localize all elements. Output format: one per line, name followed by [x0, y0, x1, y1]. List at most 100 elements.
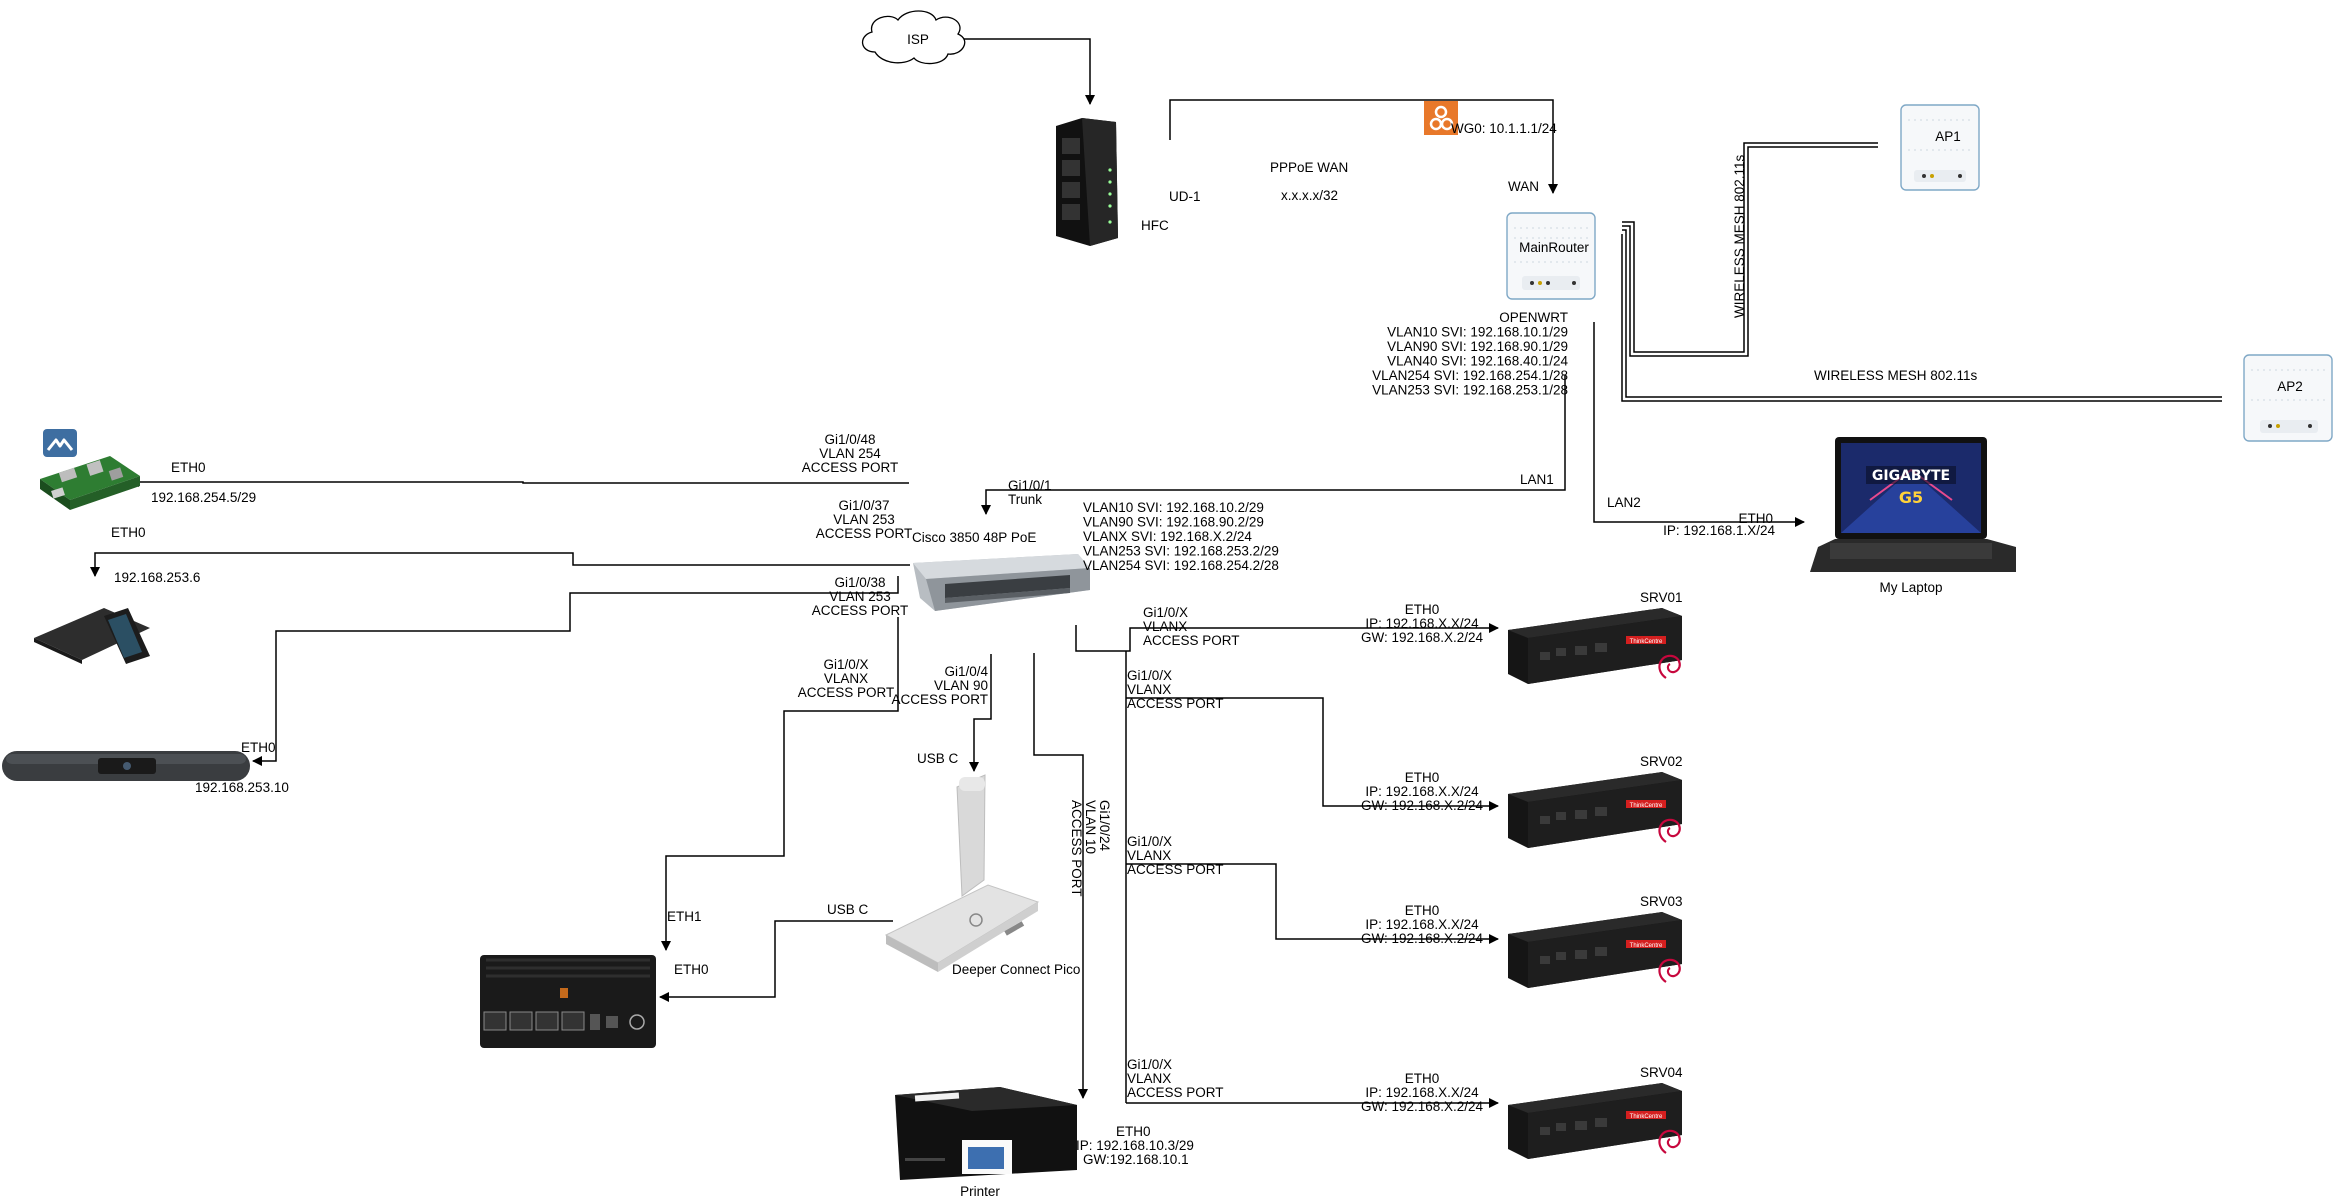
switchUp-line: Trunk	[1008, 492, 1042, 507]
server-port-line: Gi1/0/X	[1127, 834, 1172, 849]
pi-link	[129, 477, 909, 487]
switchSvi-line: VLAN253 SVI: 192.168.253.2/29	[1083, 544, 1279, 559]
minipcPort-line: ACCESS PORT	[798, 685, 895, 700]
barPort-line: ACCESS PORT	[812, 603, 909, 618]
confPort-line: Gi1/0/37	[838, 498, 889, 513]
laptop-name: My Laptop	[1879, 580, 1942, 595]
switchSvi-line: VLAN90 SVI: 192.168.90.2/29	[1083, 515, 1264, 530]
ap2-icon	[2243, 354, 2333, 442]
server-ip: IP: 192.168.X.X/24	[1365, 917, 1479, 932]
bar-link	[252, 576, 899, 766]
piPort-line: ACCESS PORT	[802, 460, 899, 475]
server-port-line: VLANX	[1127, 1071, 1171, 1086]
server-icon: ThinkCentre	[1508, 912, 1682, 988]
routerSvi-line: VLAN10 SVI: 192.168.10.1/29	[1387, 325, 1568, 340]
lan1-label: LAN1	[1520, 472, 1554, 487]
minipc-eth1: ETH1	[667, 909, 702, 924]
server-port-line: Gi1/0/X	[1143, 605, 1188, 620]
srv01-link	[1075, 623, 1499, 652]
conference-phone-icon	[34, 608, 150, 664]
debian-icon	[1658, 654, 1681, 679]
server-icon: ThinkCentre	[1508, 1083, 1682, 1159]
piPort-line: VLAN 254	[819, 446, 881, 461]
pppoe-label: PPPoE WAN	[1270, 160, 1348, 175]
deeper-minipc-link	[659, 920, 893, 1002]
server-brand-label: ThinkCentre	[1630, 1114, 1663, 1120]
server-icon: ThinkCentre	[1508, 608, 1682, 684]
server-eth: ETH0	[1405, 903, 1440, 918]
server-port-line: ACCESS PORT	[1127, 696, 1224, 711]
wan-link	[1169, 99, 1558, 194]
confPort-line: ACCESS PORT	[816, 526, 913, 541]
laptop-eth: ETH0	[1738, 511, 1773, 526]
switch-icon	[913, 554, 1090, 611]
ap1-name: AP1	[1935, 129, 1961, 144]
deeper-link	[969, 654, 992, 772]
server-port-line: Gi1/0/X	[1127, 1057, 1172, 1072]
laptop-brand: GIGABYTE	[1872, 468, 1950, 484]
conf-eth: ETH0	[111, 525, 146, 540]
server-port-line: ACCESS PORT	[1127, 862, 1224, 877]
mesh1-label: WIRELESS MESH 802.11s	[1732, 154, 1747, 318]
server-ip: IP: 192.168.X.X/24	[1365, 1085, 1479, 1100]
minipcPort-line: Gi1/0/X	[823, 657, 868, 672]
conf-link	[90, 552, 910, 577]
mesh2-label: WIRELESS MESH 802.11s	[1814, 368, 1978, 383]
routerSvi-line: VLAN253 SVI: 192.168.253.1/28	[1372, 383, 1568, 398]
lan1-link	[981, 375, 1566, 515]
deeperPort-line: Gi1/0/4	[944, 664, 988, 679]
laptop-model: G5	[1899, 488, 1923, 507]
lan2-link	[1593, 322, 1805, 527]
video-bar-icon	[2, 751, 250, 781]
isp-cloud: ISP	[861, 10, 966, 65]
lan2-label: LAN2	[1607, 495, 1641, 510]
srv03-link	[1126, 863, 1499, 944]
server-ip: IP: 192.168.X.X/24	[1365, 616, 1479, 631]
wireguard-icon	[1424, 101, 1458, 135]
server-gw: GW: 192.168.X.2/24	[1361, 798, 1484, 813]
server-icon: ThinkCentre	[1508, 772, 1682, 848]
wireguard-label: WG0: 10.1.1.1/24	[1451, 121, 1557, 136]
wan-ip-label: x.x.x.x/32	[1281, 188, 1338, 203]
server-port-line: VLANX	[1127, 682, 1171, 697]
server-port-line: Gi1/0/X	[1127, 668, 1172, 683]
bar-ip: 192.168.253.10	[195, 780, 289, 795]
printer-icon	[895, 1087, 1077, 1180]
printer-ip: IP: 192.168.10.3/29	[1076, 1138, 1194, 1153]
minipc-link	[661, 617, 899, 951]
server-brand-label: ThinkCentre	[1630, 803, 1663, 809]
server-name: SRV03	[1640, 894, 1683, 909]
wan-label: WAN	[1508, 179, 1539, 194]
deeperPort-line: ACCESS PORT	[891, 692, 988, 707]
printer-gw: GW:192.168.10.1	[1083, 1152, 1189, 1167]
deeper-connect-icon	[884, 774, 1040, 972]
main-router-icon	[1506, 212, 1596, 300]
deeperPort-line: VLAN 90	[934, 678, 988, 693]
modem-ud-label: UD-1	[1169, 189, 1201, 204]
mesh-link-ap1	[1622, 142, 1878, 353]
debian-icon	[1658, 1129, 1681, 1154]
ap1-icon	[1900, 104, 1980, 191]
deeper-name: Deeper Connect Pico	[952, 962, 1080, 977]
printer-name: Printer	[960, 1184, 1000, 1199]
server-brand-label: ThinkCentre	[1630, 639, 1663, 645]
debian-icon	[1658, 818, 1681, 843]
switchUp-line: Gi1/0/1	[1008, 478, 1052, 493]
server-port-line: ACCESS PORT	[1143, 633, 1240, 648]
router-name: MainRouter	[1519, 240, 1589, 255]
modem-hfc-label: HFC	[1141, 218, 1169, 233]
piPort-line: Gi1/0/48	[824, 432, 875, 447]
laptop-icon: GIGABYTE G5	[1810, 437, 2016, 572]
confPort-line: VLAN 253	[833, 512, 895, 527]
